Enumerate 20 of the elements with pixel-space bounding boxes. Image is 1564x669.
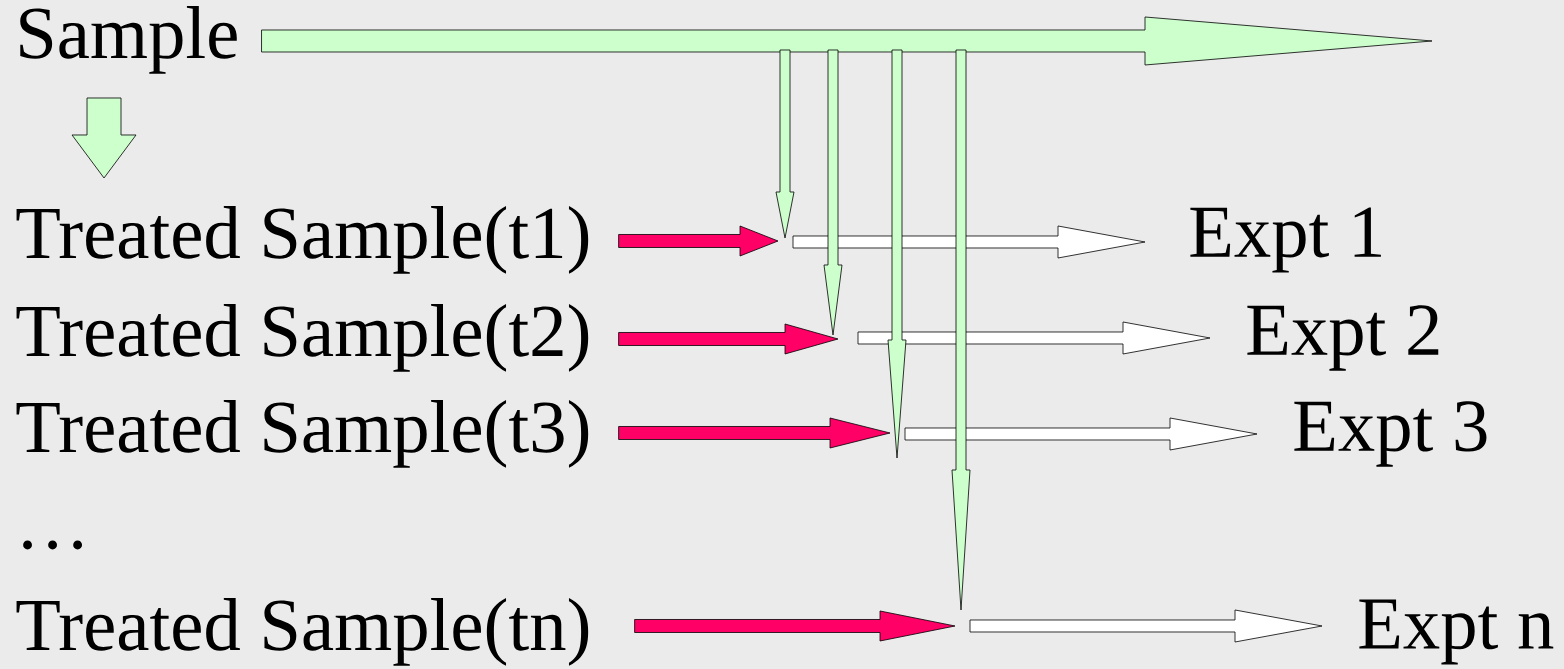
experiment-label: Expt 2 — [1247, 305, 1439, 371]
block-arrow — [969, 609, 1323, 643]
block-arrow — [618, 225, 779, 257]
sample-label: Sample — [20, 6, 237, 74]
block-arrow — [792, 225, 1146, 259]
block-arrow — [634, 610, 956, 642]
block-arrow — [618, 323, 839, 355]
treated-sample-label: Treated Sample(t3) — [16, 400, 589, 468]
block-arrow — [857, 321, 1211, 355]
block-arrow — [261, 16, 1433, 66]
treated-sample-label: Treated Sample(t1) — [16, 206, 589, 274]
experiment-label: Expt 1 — [1190, 207, 1381, 273]
ellipsis-text: … — [23, 540, 82, 550]
treated-sample-label: Treated Sample(t2) — [16, 304, 589, 372]
block-arrow — [71, 97, 137, 179]
experiment-label: Expt n — [1359, 599, 1554, 665]
block-arrow — [618, 417, 891, 449]
experiment-label: Expt 3 — [1294, 401, 1487, 467]
treated-sample-label: Treated Sample(tn) — [16, 598, 589, 666]
block-arrow — [904, 417, 1258, 451]
